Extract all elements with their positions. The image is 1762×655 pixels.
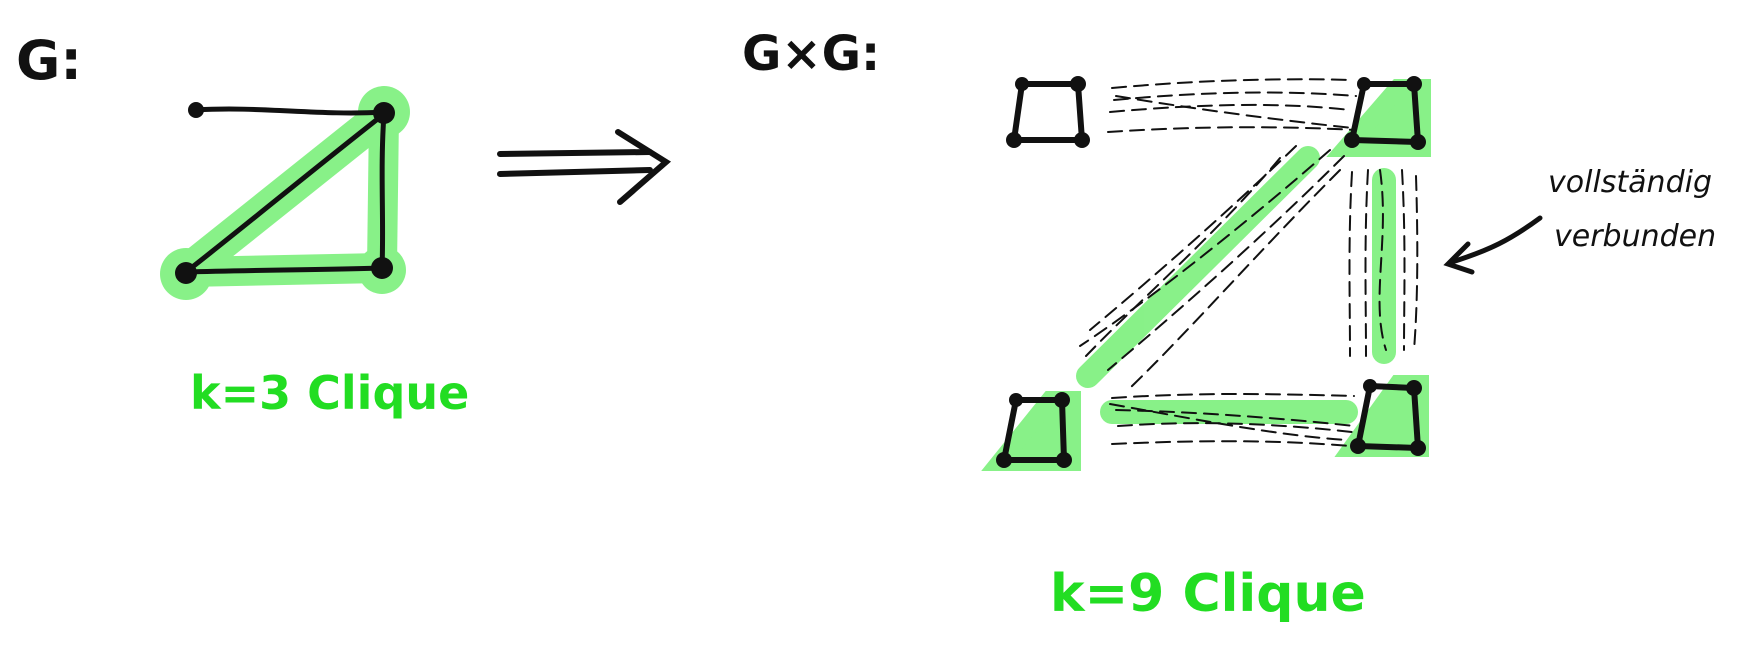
left-graph-title: G: [16,29,82,92]
copy-top-right [1344,76,1426,150]
graph-edges [183,106,387,275]
dashed-connections [1079,78,1419,447]
annotation-line-1: vollständig [1548,165,1712,200]
product-graph [981,76,1431,471]
vertex [188,102,204,118]
copy-bottom-right [1350,379,1426,456]
right-graph-title: G×G: [742,26,881,82]
copy-top-left [1006,76,1090,148]
vertex [371,257,393,279]
copy-bottom-left [996,392,1072,468]
annotation-arrow [1443,215,1543,275]
left-clique-caption: k=3 Clique [190,366,470,420]
graph-g [160,86,410,300]
graph-vertices [175,102,395,284]
annotation-line-2: verbunden [1554,219,1717,254]
right-clique-caption: k=9 Clique [1050,564,1366,624]
vertex [373,102,395,124]
vertex [175,262,197,284]
implies-arrow [497,129,672,205]
